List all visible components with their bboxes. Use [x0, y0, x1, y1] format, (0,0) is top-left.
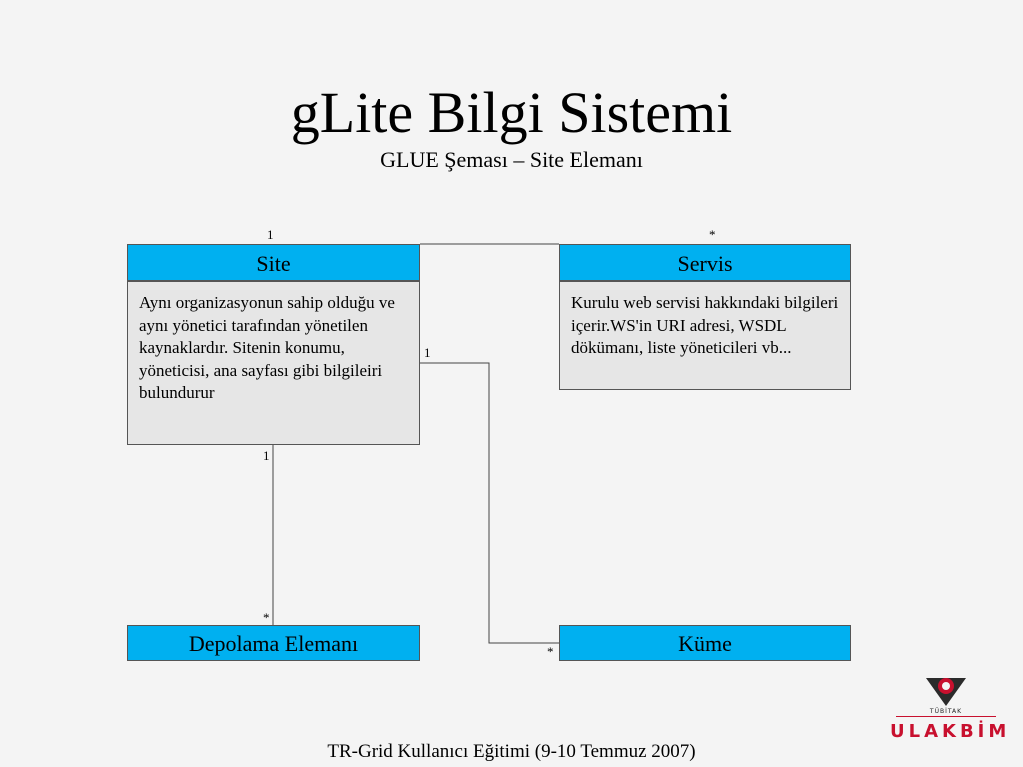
footer-text: TR-Grid Kullanıcı Eğitimi (9-10 Temmuz 2… [327, 741, 696, 762]
tubitak-logo-icon [926, 678, 966, 706]
multiplicity-label: * [547, 644, 554, 659]
site-box-header: Site [127, 244, 420, 281]
multiplicity-label: 1 [267, 227, 274, 242]
slide-subtitle: GLUE Şeması – Site Elemanı [380, 147, 643, 172]
site-kume-connector [420, 362, 559, 644]
servis-box-header: Servis [559, 244, 851, 281]
ulakbim-logo: TÜBİTAK ULAKBİM [890, 670, 1011, 748]
depolama-box: Depolama Elemanı [127, 625, 420, 661]
ulakbim-wordmark: ULAKBİM [890, 721, 1011, 742]
multiplicity-label: 1 [263, 448, 270, 463]
logo-divider [896, 716, 996, 717]
site-box-body: Aynı organizasyonun sahip olduğu ve aynı… [127, 281, 420, 445]
servis-box-body: Kurulu web servisi hakkındaki bilgileri … [559, 281, 851, 390]
multiplicity-label: * [263, 610, 270, 625]
tubitak-text: TÜBİTAK [929, 708, 963, 715]
multiplicity-label: * [709, 227, 716, 242]
kume-box: Küme [559, 625, 851, 661]
multiplicity-label: 1 [424, 345, 431, 360]
slide-title: gLite Bilgi Sistemi [290, 80, 733, 145]
